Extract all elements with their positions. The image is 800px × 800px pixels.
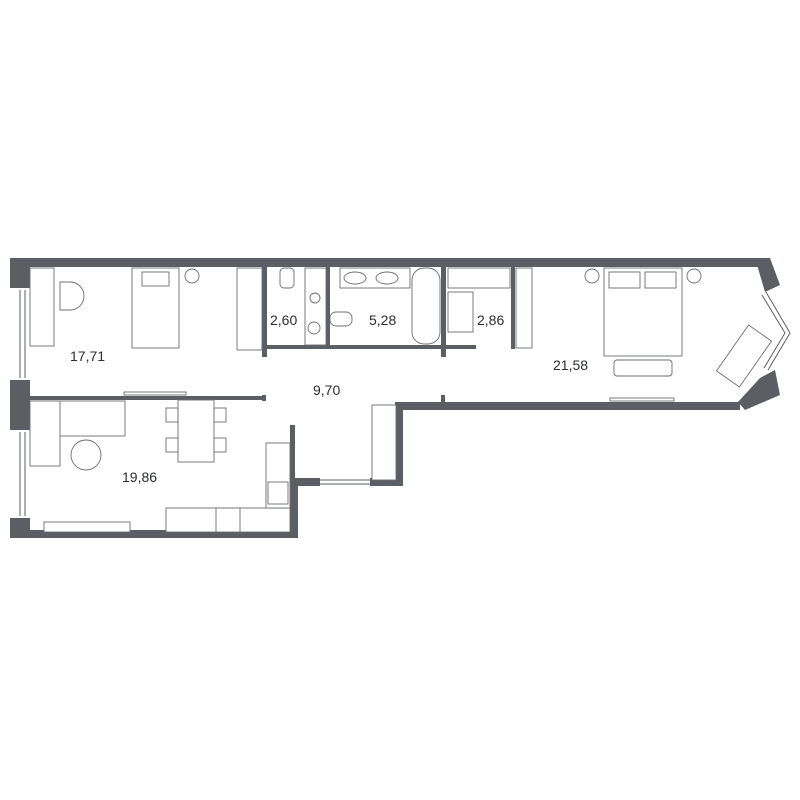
room-area-hallway: 9,70	[313, 382, 340, 398]
room-area-wc: 2,60	[270, 312, 297, 328]
bathroom-fixtures	[279, 267, 441, 346]
exterior-walls	[10, 258, 780, 538]
wardrobe-hatch	[236, 267, 511, 481]
room-area-bedroom-2: 21,58	[553, 357, 588, 373]
interior-walls	[28, 265, 515, 485]
room-labels: 17,71 19,86 9,70 2,60 5,28 2,86 21,58	[70, 312, 588, 485]
room-area-living-kitchen: 19,86	[122, 469, 157, 485]
room-area-wardrobe: 2,86	[477, 312, 504, 328]
room-area-bedroom-1: 17,71	[70, 348, 105, 364]
living-furniture	[29, 399, 291, 533]
room-area-bathroom: 5,28	[369, 312, 396, 328]
windows	[19, 290, 791, 516]
bedroom-2-furniture	[515, 267, 773, 402]
bedroom-1-furniture	[29, 267, 200, 396]
